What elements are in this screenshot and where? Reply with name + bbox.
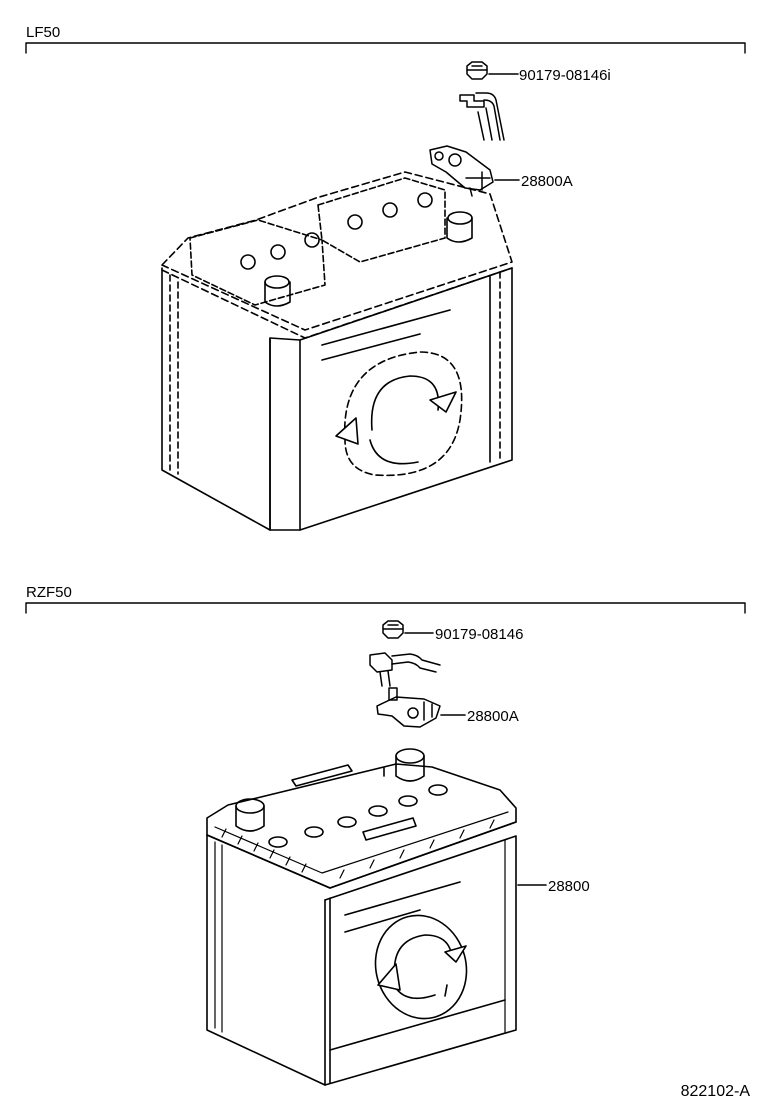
callout-nut-rzf50: 90179-08146: [435, 626, 523, 643]
callout-battery-rzf50: 28800: [548, 878, 590, 895]
section-bracket-lf50: [25, 42, 746, 54]
callout-nut-lf50: 90179-08146i: [519, 67, 611, 84]
callout-clamp-lf50: 28800A: [521, 173, 573, 190]
cable-icon: [459, 92, 505, 141]
battery-lf50: [161, 171, 513, 531]
section-bracket-rzf50: [25, 602, 746, 614]
figure-code: 822102-A: [681, 1083, 751, 1100]
section-title-rzf50: RZF50: [26, 584, 72, 601]
terminal-clamp-icon: [429, 145, 494, 197]
callout-clamp-rzf50: 28800A: [467, 708, 519, 725]
terminal-clamp-icon: [376, 687, 441, 728]
cable-icon: [369, 652, 441, 687]
section-rzf50: RZF50 90179-08146 28800A: [25, 584, 746, 1086]
section-lf50: LF50 90179-08146i 28800A: [25, 24, 746, 531]
nut-icon: [382, 620, 404, 639]
nut-icon: [466, 61, 488, 80]
battery-rzf50: [206, 748, 517, 1086]
section-title-lf50: LF50: [26, 24, 60, 41]
